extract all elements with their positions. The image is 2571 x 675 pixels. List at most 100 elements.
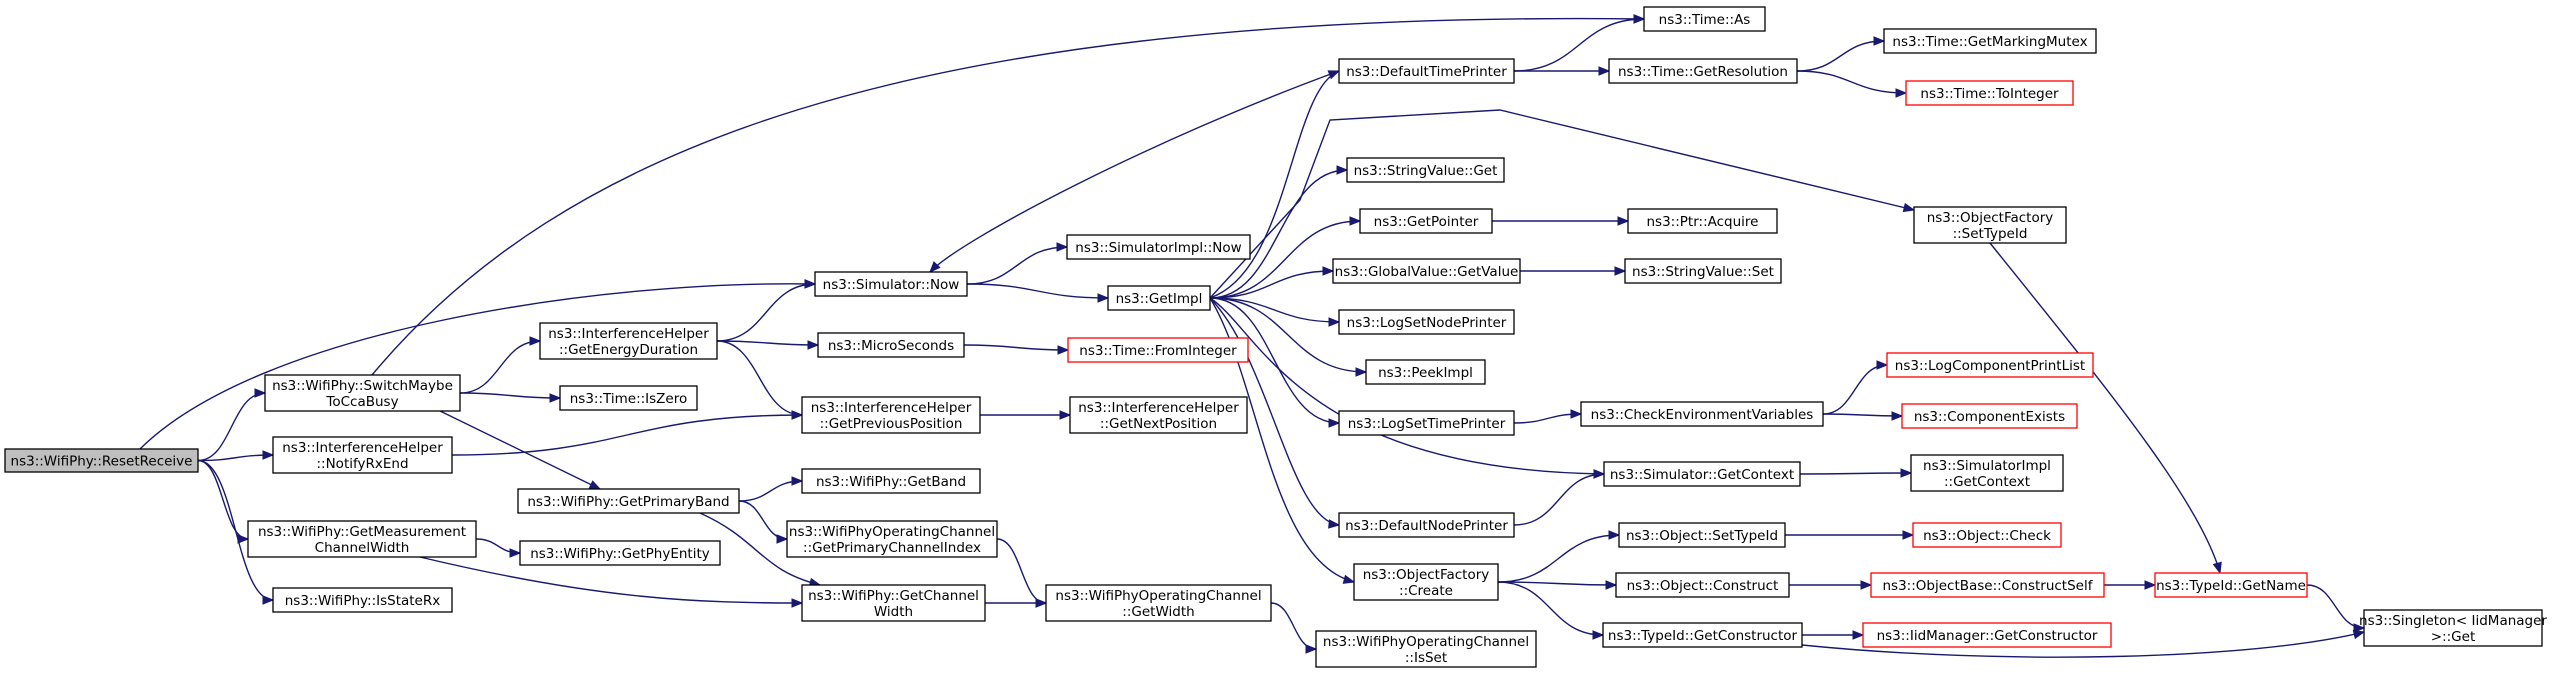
node-getnextpos-box (1069, 396, 1248, 434)
node-peekimpl[interactable]: ns3::PeekImpl (1365, 359, 1486, 385)
node-microseconds[interactable]: ns3::MicroSeconds (817, 332, 965, 358)
node-singletonget[interactable]: ns3::Singleton< IidManager >::Get (2359, 609, 2547, 647)
node-compexists[interactable]: ns3::ComponentExists (1901, 403, 2078, 429)
edge-getenergy-to-microseconds-line (716, 340, 819, 346)
edge-getimpl-to-gvgetvalue (1209, 266, 1335, 299)
node-objsettypeid[interactable]: ns3::Object::SetTypeId (1618, 522, 1786, 548)
node-getmarking[interactable]: ns3::Time::GetMarkingMutex (1883, 28, 2097, 54)
node-logcomplist[interactable]: ns3::LogComponentPrintList (1886, 352, 2094, 378)
node-notifyrx-label: ns3::InterferenceHelper (282, 440, 443, 456)
node-getprevpos-label: ::GetPreviousPosition (820, 416, 963, 432)
edge-opgetwidth-to-isset-line (1270, 602, 1317, 650)
node-isset-box (1315, 630, 1537, 668)
edge-reset-to-isstaterx (197, 459, 275, 605)
edge-objsettypeid-to-objcheck-arrowhead (1902, 530, 1915, 540)
node-timeas[interactable]: ns3::Time::As (1643, 6, 1766, 32)
edge-getimpl-to-ofsettypeid-line (1209, 109, 1915, 299)
node-ptracquire-box (1627, 208, 1778, 234)
node-simimplgetctx[interactable]: ns3::SimulatorImpl::GetContext (1910, 454, 2064, 492)
edge-checkenv-to-compexists-arrowhead (1891, 411, 1904, 421)
edge-getimpl-to-getpointer (1209, 216, 1362, 299)
node-notifyrx-box (272, 436, 453, 474)
node-logsetnode[interactable]: ns3::LogSetNodePrinter (1338, 309, 1515, 335)
node-isset[interactable]: ns3::WifiPhyOperatingChannel::IsSet (1315, 630, 1537, 668)
node-getres[interactable]: ns3::Time::GetResolution (1608, 58, 1798, 84)
node-getprimaryband[interactable]: ns3::WifiPhy::GetPrimaryBand (517, 488, 740, 514)
node-getphyentity-box (519, 540, 721, 566)
node-strvalget[interactable]: ns3::StringValue::Get (1346, 157, 1505, 183)
node-checkenv[interactable]: ns3::CheckEnvironmentVariables (1580, 401, 1824, 427)
node-getimpl[interactable]: ns3::GetImpl (1107, 285, 1211, 311)
node-getenergy[interactable]: ns3::InterferenceHelper::GetEnergyDurati… (539, 322, 718, 360)
node-deftimeprinter[interactable]: ns3::DefaultTimePrinter (1338, 58, 1515, 84)
node-getprimchidx[interactable]: ns3::WifiPhyOperatingChannel::GetPrimary… (786, 520, 998, 558)
edge-typeidgetname-to-singletonget-arrowhead (2353, 623, 2366, 633)
edge-reset-to-getmeas (197, 459, 250, 544)
node-getprevpos[interactable]: ns3::InterferenceHelper::GetPreviousPosi… (801, 396, 981, 434)
node-gvgetvalue[interactable]: ns3::GlobalValue::GetValue (1332, 258, 1521, 284)
node-getphyentity[interactable]: ns3::WifiPhy::GetPhyEntity (519, 540, 721, 566)
node-ptracquire[interactable]: ns3::Ptr::Acquire (1627, 208, 1778, 234)
edge-reset-to-switch-line (197, 392, 266, 462)
node-objconstruct[interactable]: ns3::Object::Construct (1615, 572, 1790, 598)
node-defnodeprinter[interactable]: ns3::DefaultNodePrinter (1338, 512, 1515, 538)
edge-getres-to-getmarking (1796, 36, 1886, 72)
edge-ofcreate-to-objconstruct (1497, 580, 1618, 590)
call-edges (139, 14, 2366, 658)
edge-switch-to-getprimaryband (439, 410, 602, 490)
node-notifyrx[interactable]: ns3::InterferenceHelper::NotifyRxEnd (272, 436, 453, 474)
node-logcomplist-box (1886, 352, 2094, 378)
edge-getimpl-to-strvalget-arrowhead (1336, 165, 1349, 175)
node-fromint[interactable]: ns3::Time::FromInteger (1067, 337, 1249, 363)
node-simimplnow-box (1066, 234, 1251, 260)
edge-switch-to-iszero-line (459, 392, 561, 399)
node-strvalset[interactable]: ns3::StringValue::Set (1624, 258, 1782, 284)
node-ofcreate[interactable]: ns3::ObjectFactory::Create (1353, 563, 1499, 601)
node-getimpl-box (1107, 285, 1211, 311)
node-logsettime[interactable]: ns3::LogSetTimePrinter (1338, 410, 1515, 436)
node-iidgetctor[interactable]: ns3::IidManager::GetConstructor (1862, 622, 2112, 648)
edge-getenergy-to-simnow-line (716, 283, 816, 342)
edge-getimpl-to-peekimpl-arrowhead (1355, 367, 1368, 377)
edge-ofcreate-to-typeidgetctor (1497, 581, 1605, 640)
node-typeidgetname-label: ns3::TypeId::GetName (2156, 578, 2306, 594)
node-simimplnow[interactable]: ns3::SimulatorImpl::Now (1066, 234, 1251, 260)
node-getpointer[interactable]: ns3::GetPointer (1359, 208, 1493, 234)
edge-switch-to-getenergy (459, 336, 542, 394)
node-ofsettypeid[interactable]: ns3::ObjectFactory::SetTypeId (1913, 206, 2067, 244)
node-typeidgetname[interactable]: ns3::TypeId::GetName (2154, 572, 2308, 598)
node-peekimpl-label: ns3::PeekImpl (1378, 365, 1473, 381)
node-getimpl-label: ns3::GetImpl (1116, 291, 1203, 307)
node-tointeger[interactable]: ns3::Time::ToInteger (1905, 80, 2074, 106)
node-objconstruct-label: ns3::Object::Construct (1627, 578, 1779, 594)
node-simnow[interactable]: ns3::Simulator::Now (814, 271, 968, 297)
node-getnextpos[interactable]: ns3::InterferenceHelper::GetNextPosition (1069, 396, 1248, 434)
node-opgetwidth[interactable]: ns3::WifiPhyOperatingChannel::GetWidth (1045, 584, 1272, 622)
edge-objconstruct-to-objbaseconstruct-arrowhead (1860, 580, 1873, 590)
edge-logsettime-to-checkenv-arrowhead (1570, 409, 1583, 419)
edge-getimpl-to-getpointer-line (1209, 220, 1361, 299)
node-getprimaryband-label: ns3::WifiPhy::GetPrimaryBand (527, 494, 729, 510)
node-reset[interactable]: ns3::WifiPhy::ResetReceive (4, 448, 199, 473)
edge-checkenv-to-logcomplist-line (1822, 364, 1888, 415)
edge-checkenv-to-compexists (1822, 411, 1904, 421)
node-peekimpl-box (1365, 359, 1486, 385)
edge-deftimeprinter-to-getres (1514, 66, 1611, 76)
edge-switch-to-getenergy-line (459, 340, 541, 394)
node-objcheck[interactable]: ns3::Object::Check (1912, 522, 2062, 548)
edge-getimpl-to-simgetctx-line (1209, 297, 1605, 475)
edge-getprimchidx-to-opgetwidth (996, 538, 1048, 608)
node-typeidgetctor[interactable]: ns3::TypeId::GetConstructor (1602, 622, 1803, 648)
node-getenergy-box (539, 322, 718, 360)
node-simgetctx[interactable]: ns3::Simulator::GetContext (1603, 461, 1801, 487)
node-iszero[interactable]: ns3::Time::IsZero (559, 385, 698, 411)
node-objbaseconstruct[interactable]: ns3::ObjectBase::ConstructSelf (1870, 572, 2105, 598)
node-isstaterx[interactable]: ns3::WifiPhy::IsStateRx (272, 587, 453, 613)
node-getprimaryband-box (517, 488, 740, 514)
edge-getpointer-to-ptracquire-arrowhead (1617, 216, 1630, 226)
edge-defnodeprinter-to-simgetctx-arrowhead (1593, 469, 1606, 479)
node-getband[interactable]: ns3::WifiPhy::GetBand (801, 468, 981, 494)
